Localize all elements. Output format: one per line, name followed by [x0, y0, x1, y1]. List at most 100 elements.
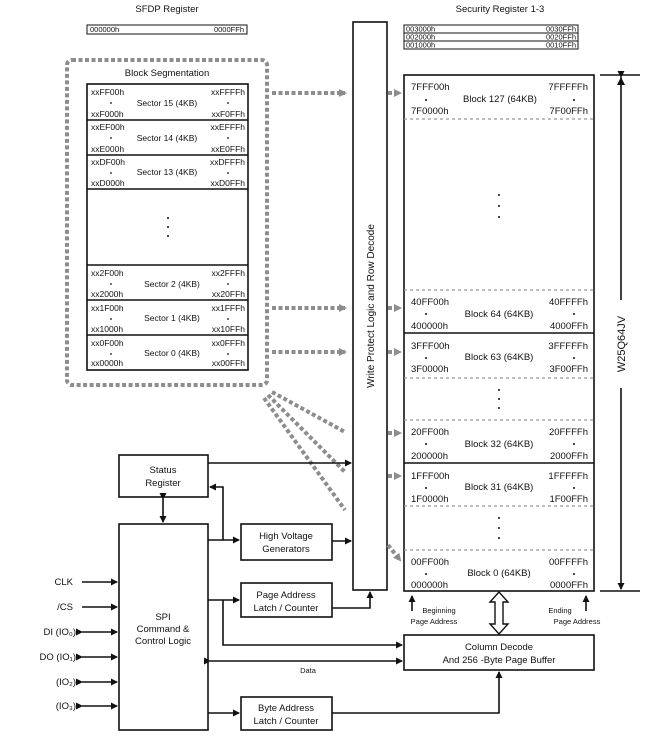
ellipsis-dots — [498, 194, 500, 218]
sector-label: Sector 1 (4KB) — [144, 313, 200, 323]
security-row-end: 0030FFh — [546, 25, 576, 34]
spi-label: Control Logic — [135, 636, 191, 647]
addr-bottom-left: xx1000h — [91, 324, 123, 334]
ellipsis-dots — [498, 389, 500, 409]
page-address-label: Latch / Counter — [254, 603, 319, 614]
addr-bottom-left: xx2000h — [91, 289, 123, 299]
status-register-label: Status — [150, 465, 177, 476]
addr-bottom-left: xx0000h — [91, 358, 123, 368]
addr-bottom-right: 1F00FFh — [549, 494, 588, 505]
chip-dimension — [600, 71, 640, 592]
signal-lines — [159, 459, 503, 717]
block-label: Block 63 (64KB) — [465, 352, 534, 363]
pin-cs: /CS — [57, 602, 73, 613]
addr-bottom-left: xxF000h — [91, 109, 124, 119]
addr-top-right: xxDFFFh — [210, 157, 245, 167]
pin-io2: (IO₂) — [56, 677, 76, 688]
pin-do: DO (IO₁) — [40, 652, 76, 663]
data-label: Data — [300, 666, 317, 675]
pin-io3: (IO₃) — [56, 701, 76, 712]
addr-top-left: 00FF00h — [411, 557, 449, 568]
addr-top-left: xx0F00h — [91, 338, 124, 348]
memory-block-row: 3FFF00h 3FFFFFh Block 63 (64KB) 3F0000h … — [411, 341, 588, 375]
addr-bottom-right: xxE0FFh — [211, 144, 245, 154]
block-separators — [404, 118, 594, 551]
addr-top-left: xxFF00h — [91, 87, 124, 97]
addr-bottom-right: 3F00FFh — [549, 364, 588, 375]
sector-label: Sector 0 (4KB) — [144, 348, 200, 358]
security-row-start: 003000h — [406, 25, 435, 34]
block-label: Block 32 (64KB) — [465, 439, 534, 450]
addr-top-right: xx2FFFh — [211, 268, 245, 278]
page-address-label: Page Address — [256, 590, 315, 601]
addr-top-right: 00FFFFh — [549, 557, 588, 568]
security-register-stack: 003000h 0030FFh 002000h 0020FFh 001000h … — [403, 24, 579, 50]
addr-top-left: xx1F00h — [91, 303, 124, 313]
addr-bottom-left: 200000h — [411, 451, 448, 462]
pin-list: CLK /CS DI (IO₀) DO (IO₁) (IO₂) (IO₃) — [40, 577, 118, 712]
addr-bottom-right: xx10FFh — [212, 324, 245, 334]
sector-label: Sector 14 (4KB) — [137, 133, 198, 143]
sector-label: Sector 13 (4KB) — [137, 167, 198, 177]
chip-name: W25Q64JV — [616, 315, 628, 372]
memory-block-row: 00FF00h 00FFFFh Block 0 (64KB) 000000h 0… — [411, 557, 588, 591]
addr-bottom-left: 3F0000h — [411, 364, 449, 375]
ending-page-label: Page Address — [554, 617, 601, 626]
addr-bottom-right: 0000FFh — [550, 580, 588, 591]
beginning-page-label: Beginning — [422, 606, 455, 615]
byte-address-label: Byte Address — [258, 703, 314, 714]
sfdp-title: SFDP Register — [135, 4, 198, 15]
addr-top-left: 1FFF00h — [411, 471, 450, 482]
pin-di: DI (IO₀) — [44, 627, 76, 638]
status-register — [118, 454, 209, 498]
spi-control-logic — [118, 523, 209, 731]
addr-top-right: xxFFFFh — [211, 87, 245, 97]
sector-row: xxDF00h xxDFFFh Sector 13 (4KB) xxD000h … — [87, 157, 248, 190]
memory-block-row: 40FF00h 40FFFFh Block 64 (64KB) 400000h … — [411, 297, 588, 332]
block-label: Block 64 (64KB) — [465, 309, 534, 320]
addr-top-right: xx0FFFh — [211, 338, 245, 348]
sector-row: xx0F00h xx0FFFh Sector 0 (4KB) xx0000h x… — [91, 338, 245, 368]
addr-top-left: xx2F00h — [91, 268, 124, 278]
addr-top-left: 40FF00h — [411, 297, 449, 308]
block-label: Block 31 (64KB) — [465, 482, 534, 493]
spi-label: SPI — [155, 612, 170, 623]
block-segmentation-frame — [65, 58, 269, 387]
security-row-start: 001000h — [406, 41, 435, 50]
sector-row: xxFF00h xxFFFFh Sector 15 (4KB) xxF000h … — [87, 87, 248, 121]
sfdp-start: 000000h — [90, 25, 119, 34]
addr-top-right: 3FFFFFh — [548, 341, 588, 352]
addr-bottom-left: xxD000h — [91, 178, 125, 188]
memory-block-row: 1FFF00h 1FFFFFh Block 31 (64KB) 1F0000h … — [411, 471, 588, 505]
security-row-start: 002000h — [406, 33, 435, 42]
memory-block-row: 20FF00h 20FFFFh Block 32 (64KB) 200000h … — [411, 427, 588, 462]
addr-top-left: xxDF00h — [91, 157, 125, 167]
block-label: Block 127 (64KB) — [463, 94, 537, 105]
beginning-page-label: Page Address — [411, 617, 458, 626]
sector-label: Sector 2 (4KB) — [144, 279, 200, 289]
addr-top-left: 7FFF00h — [411, 82, 450, 93]
security-row-end: 0010FFh — [546, 41, 576, 50]
addr-bottom-right: xx20FFh — [212, 289, 245, 299]
addr-bottom-left: 7F0000h — [411, 106, 449, 117]
addr-top-right: xx1FFFh — [211, 303, 245, 313]
addr-bottom-left: 400000h — [411, 321, 448, 332]
addr-bottom-right: 7F00FFh — [549, 106, 588, 117]
addr-top-left: 3FFF00h — [411, 341, 450, 352]
security-title: Security Register 1-3 — [456, 4, 545, 15]
ellipsis-dots — [498, 517, 500, 539]
column-decode-label: Column Decode — [465, 642, 533, 653]
high-voltage-label: Generators — [262, 544, 310, 555]
block-segmentation-title: Block Segmentation — [125, 68, 210, 79]
sector-row: xx1F00h xx1FFFh Sector 1 (4KB) xx1000h x… — [87, 303, 248, 336]
addr-top-right: xxEFFFh — [211, 122, 246, 132]
write-protect-label: Write Protect Logic and Row Decode — [366, 224, 377, 388]
addr-bottom-left: 1F0000h — [411, 494, 449, 505]
addr-top-left: xxEF00h — [91, 122, 125, 132]
addr-bottom-left: xxE000h — [91, 144, 124, 154]
addr-top-right: 20FFFFh — [549, 427, 588, 438]
write-protect-logic — [352, 21, 388, 591]
addr-top-right: 40FFFFh — [549, 297, 588, 308]
memory-block-row: 7FFF00h 7FFFFFh Block 127 (64KB) 7F0000h… — [411, 82, 588, 117]
